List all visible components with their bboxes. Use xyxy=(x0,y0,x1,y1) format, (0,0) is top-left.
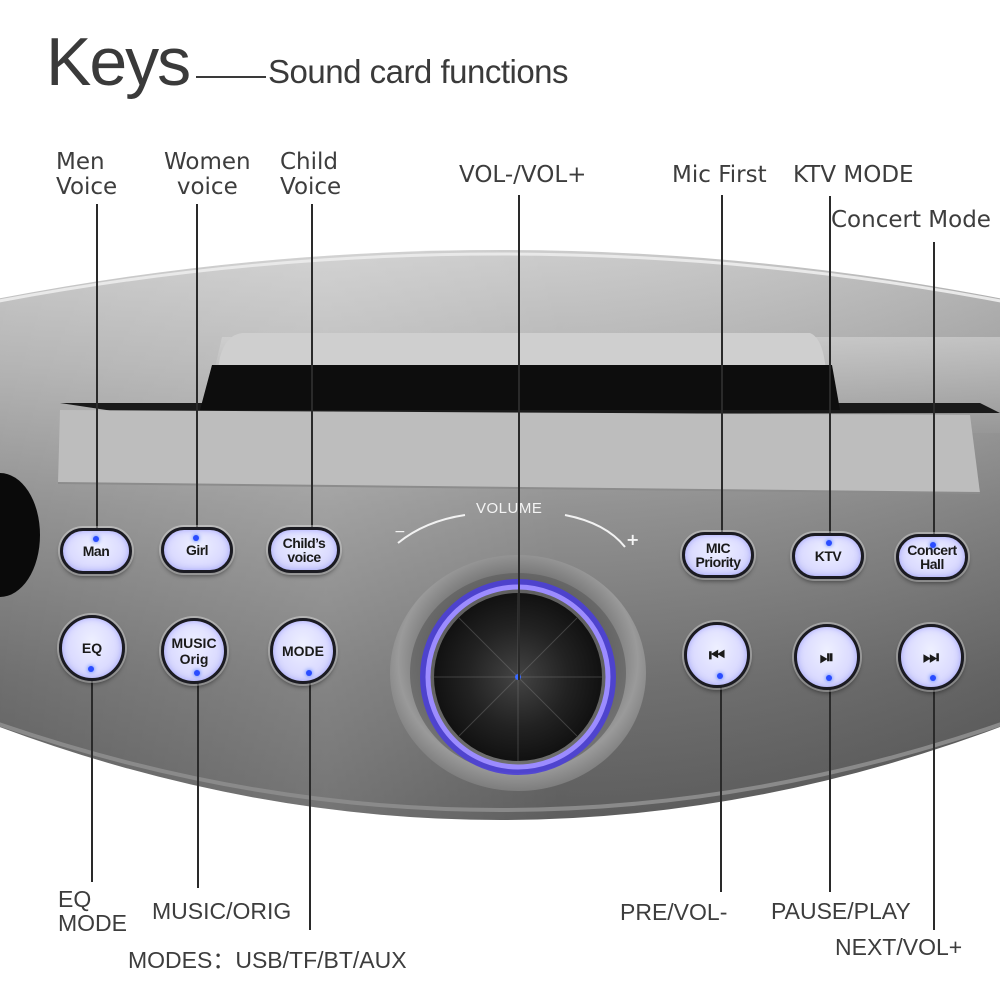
play-pause-icon: ⏯ xyxy=(819,647,835,667)
label-pre-vol: PRE/VOL- xyxy=(620,899,728,925)
label-line: Men xyxy=(56,149,105,175)
led-music xyxy=(194,670,200,676)
leader-concert xyxy=(933,242,935,546)
label-music-orig: MUSIC/ORIG xyxy=(152,898,292,924)
leader-men xyxy=(96,204,98,538)
play-pause-button[interactable]: ⏯ xyxy=(794,624,860,690)
button-label-line: voice xyxy=(287,549,321,565)
button-label: KTV xyxy=(814,548,842,564)
previous-track-icon: ⏮ xyxy=(708,645,726,665)
subtitle: Sound card functions xyxy=(268,53,569,90)
title-keys: Keys xyxy=(46,24,191,100)
button-label-line: Concert xyxy=(907,542,957,558)
leader-mode xyxy=(309,676,311,930)
man-voice-button[interactable]: Man xyxy=(60,528,132,574)
led-playpause xyxy=(826,675,832,681)
label-pause-play: PAUSE/PLAY xyxy=(771,898,911,924)
leader-eq xyxy=(91,672,93,882)
volume-minus-mark: − xyxy=(394,524,406,540)
leader-ktv xyxy=(829,196,831,546)
label-line: Child xyxy=(280,149,339,175)
leader-vol xyxy=(518,195,520,680)
volume-label: VOLUME xyxy=(476,500,543,517)
next-track-icon: ⏭ xyxy=(922,647,940,667)
title-divider xyxy=(196,76,266,78)
label-concert-mode: Concert Mode xyxy=(831,207,991,233)
leader-child xyxy=(311,204,313,538)
leader-women xyxy=(196,204,198,538)
label-line: voice xyxy=(176,174,238,200)
label-mic-first: Mic First xyxy=(672,162,767,188)
button-label-line: Hall xyxy=(920,556,944,572)
leader-music xyxy=(197,678,199,888)
girl-voice-button[interactable]: Girl xyxy=(161,527,233,573)
leader-playpause xyxy=(829,682,831,892)
led-prev xyxy=(717,673,723,679)
label-child-voice: Child Voice xyxy=(280,150,341,200)
label-modes: MODES：USB/TF/BT/AUX xyxy=(128,947,407,973)
button-label-line: Priority xyxy=(695,554,741,570)
button-label-line: Child’s xyxy=(282,535,326,551)
led-next xyxy=(930,675,936,681)
label-line: Women xyxy=(164,149,251,175)
label-women-voice: Women voice xyxy=(164,150,251,200)
label-line: EQ xyxy=(58,886,92,912)
label-line: MODE xyxy=(58,910,127,936)
label-line: Voice xyxy=(280,174,342,200)
label-ktv-mode: KTV MODE xyxy=(793,162,914,188)
button-label-line: MUSIC xyxy=(171,635,217,651)
led-girl xyxy=(193,535,199,541)
button-label: MODE xyxy=(282,643,324,659)
mode-button[interactable]: MODE xyxy=(270,618,336,684)
led-mode xyxy=(306,670,312,676)
label-men-voice: Men Voice xyxy=(56,150,117,200)
label-line: Voice xyxy=(56,174,118,200)
volume-plus-mark: + xyxy=(626,530,640,549)
button-label: Girl xyxy=(185,542,209,558)
label-vol: VOL-/VOL+ xyxy=(459,162,587,188)
label-eq-mode: EQ MODE xyxy=(58,887,127,935)
leader-prev xyxy=(720,680,722,892)
led-man xyxy=(93,536,99,542)
led-ktv xyxy=(826,540,832,546)
button-label-line: MIC xyxy=(705,540,731,556)
volume-knob[interactable] xyxy=(430,594,606,770)
button-label: Man xyxy=(82,543,110,559)
label-next-vol: NEXT/VOL+ xyxy=(835,934,963,960)
leader-next xyxy=(933,680,935,930)
led-eq xyxy=(88,666,94,672)
led-concert xyxy=(930,542,936,548)
button-label: EQ xyxy=(81,640,103,656)
button-label-line: Orig xyxy=(179,651,209,667)
leader-mic xyxy=(721,195,723,540)
